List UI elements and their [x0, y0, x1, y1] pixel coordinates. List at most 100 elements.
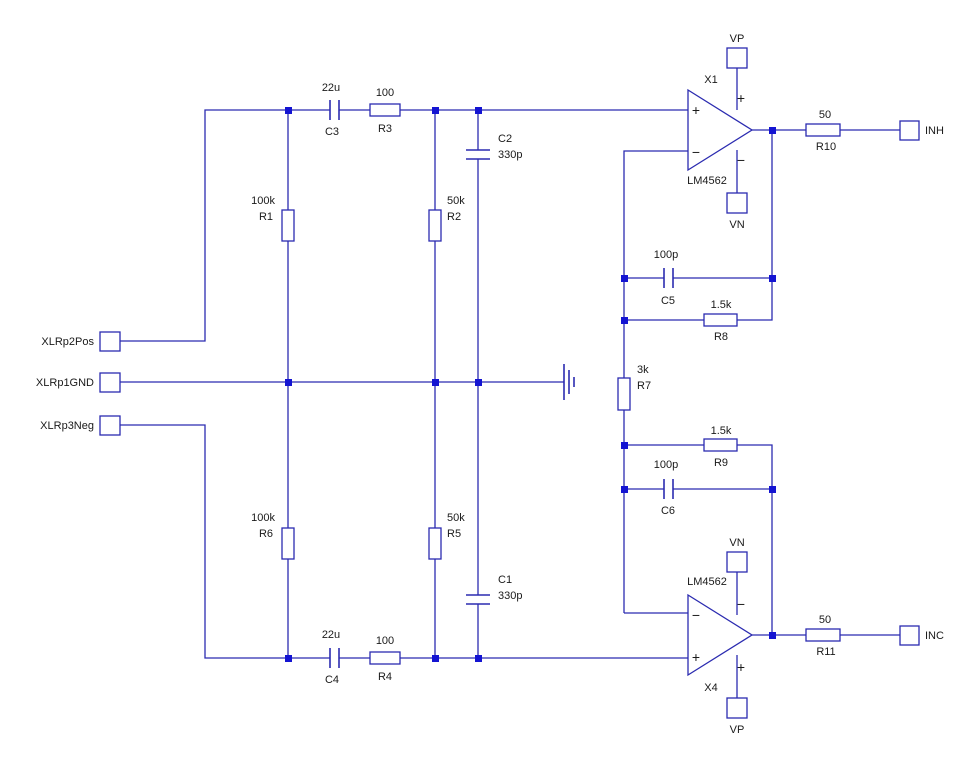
junction: [769, 632, 776, 639]
resistor-r4[interactable]: [369, 651, 401, 665]
opamp-x1-body: [687, 88, 754, 172]
r3-value: 100: [376, 87, 394, 99]
port-vn-top-label: VN: [729, 219, 744, 231]
r9-value: 1.5k: [711, 425, 732, 437]
r2-value: 50k: [447, 195, 465, 207]
r2-ref: R2: [447, 211, 461, 223]
c5-ref: C5: [661, 295, 675, 307]
wire-xlr-pos: [120, 109, 330, 342]
r6-ref: R6: [259, 528, 273, 540]
x1-ref: X1: [704, 74, 717, 86]
junction: [475, 655, 482, 662]
x1-noninv-sign: +: [692, 102, 700, 118]
junction: [285, 107, 292, 114]
resistor-r9[interactable]: [703, 438, 738, 452]
junction: [475, 107, 482, 114]
junction: [621, 442, 628, 449]
junction: [285, 655, 292, 662]
x1-vp-sign: +: [737, 90, 745, 106]
port-xlr-neg-label: XLRp3Neg: [40, 420, 94, 432]
junction: [432, 107, 439, 114]
r11-ref: R11: [816, 646, 835, 658]
resistor-r6[interactable]: [281, 527, 295, 560]
resistor-r7[interactable]: [617, 377, 631, 411]
opamp-x4-body: [687, 593, 754, 677]
x1-vn-sign: −: [737, 152, 745, 168]
r3-ref: R3: [378, 123, 392, 135]
junction: [285, 379, 292, 386]
x4-inv-sign: −: [692, 607, 700, 623]
port-vp-bottom-box[interactable]: [726, 697, 748, 719]
r9-ref: R9: [714, 457, 728, 469]
c2-ref: C2: [498, 133, 512, 145]
capacitor-c2[interactable]: [466, 149, 490, 160]
resistor-r10[interactable]: [805, 123, 841, 137]
opamp-x1[interactable]: [687, 88, 754, 172]
x4-noninv-sign: +: [692, 649, 700, 665]
x4-vn-sign: −: [737, 596, 745, 612]
port-xlr-gnd-label: XLRp1GND: [36, 377, 94, 389]
port-vn-bottom-box[interactable]: [726, 551, 748, 573]
junction: [769, 486, 776, 493]
r8-ref: R8: [714, 331, 728, 343]
opamp-x4[interactable]: [687, 593, 754, 677]
x1-inv-sign: −: [692, 144, 700, 160]
capacitor-c3[interactable]: [329, 100, 340, 120]
port-xlr-gnd-box[interactable]: [99, 372, 121, 393]
r5-ref: R5: [447, 528, 461, 540]
junction: [475, 379, 482, 386]
r10-value: 50: [819, 109, 831, 121]
capacitor-c1[interactable]: [466, 594, 490, 605]
junction: [621, 317, 628, 324]
junction: [769, 127, 776, 134]
port-inc-box[interactable]: [899, 625, 920, 646]
resistor-r2[interactable]: [428, 209, 442, 242]
x4-ref: X4: [704, 682, 717, 694]
c6-value: 100p: [654, 459, 678, 471]
r5-value: 50k: [447, 512, 465, 524]
port-inh-box[interactable]: [899, 120, 920, 141]
junctions: [285, 107, 776, 662]
port-vp-bottom-label: VP: [730, 724, 745, 736]
resistors: [281, 103, 841, 665]
port-xlr-pos-box[interactable]: [99, 331, 121, 352]
r1-value: 100k: [251, 195, 275, 207]
x4-model: LM4562: [687, 576, 727, 588]
junction: [621, 275, 628, 282]
x4-vp-sign: +: [737, 659, 745, 675]
port-xlr-pos-label: XLRp2Pos: [41, 336, 94, 348]
c6-ref: C6: [661, 505, 675, 517]
resistor-r1[interactable]: [281, 209, 295, 242]
c4-value: 22u: [322, 629, 340, 641]
c2-value: 330p: [498, 149, 522, 161]
junction: [432, 379, 439, 386]
port-xlr-neg-box[interactable]: [99, 415, 121, 436]
ground-symbol: [563, 364, 575, 400]
junction: [432, 655, 439, 662]
c4-ref: C4: [325, 674, 339, 686]
capacitor-c4[interactable]: [329, 648, 340, 668]
x1-model: LM4562: [687, 175, 727, 187]
resistor-r5[interactable]: [428, 527, 442, 560]
r1-ref: R1: [259, 211, 273, 223]
wire-r8-right: [737, 130, 773, 321]
r10-ref: R10: [816, 141, 836, 153]
wire-xlr-neg: [120, 424, 330, 659]
c5-value: 100p: [654, 249, 678, 261]
resistor-r3[interactable]: [369, 103, 401, 117]
c3-value: 22u: [322, 82, 340, 94]
port-vn-top-box[interactable]: [726, 192, 748, 214]
junction: [621, 486, 628, 493]
r4-value: 100: [376, 635, 394, 647]
wire-r9-right: [737, 444, 773, 635]
c1-ref: C1: [498, 574, 512, 586]
wires: [120, 68, 900, 698]
r7-value: 3k: [637, 364, 649, 376]
port-vp-top-box[interactable]: [726, 47, 748, 69]
capacitor-c5[interactable]: [663, 268, 674, 288]
r4-ref: R4: [378, 671, 392, 683]
resistor-r11[interactable]: [805, 628, 841, 642]
resistor-r8[interactable]: [703, 313, 738, 327]
wire-x1-inv: [623, 150, 688, 378]
capacitor-c6[interactable]: [663, 479, 674, 499]
